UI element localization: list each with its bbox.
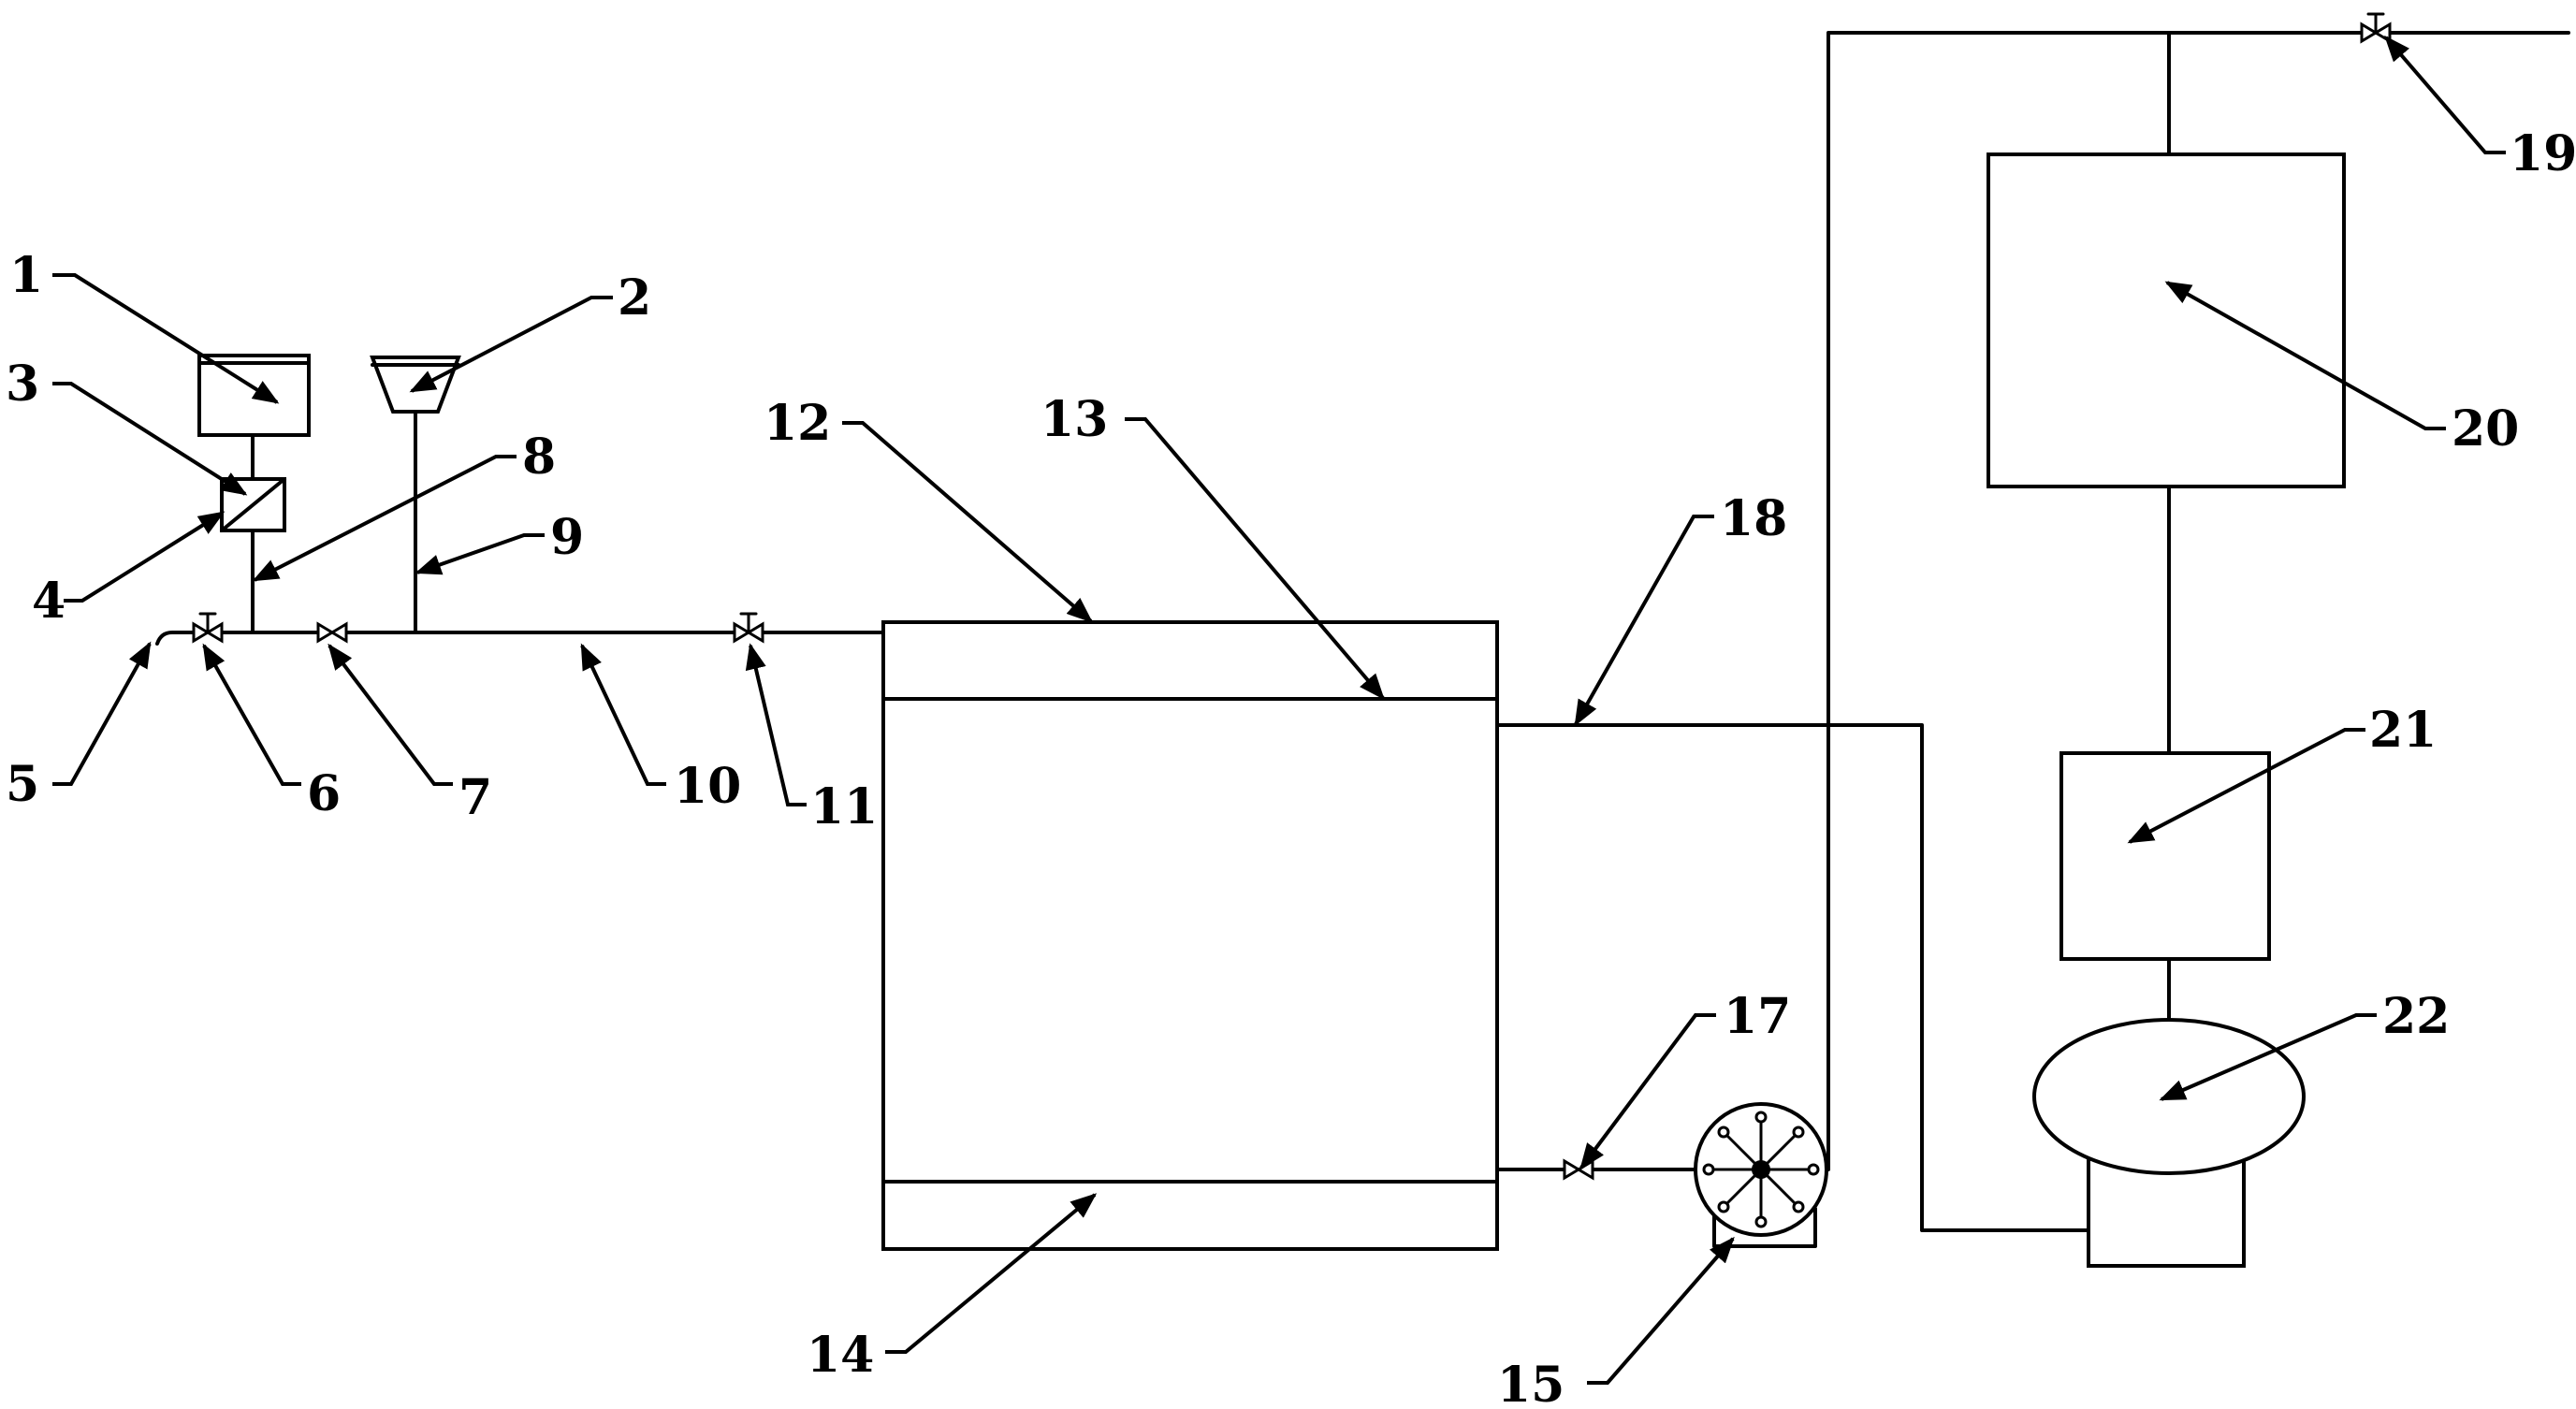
label-13: 13 [1041,391,1108,448]
equipment [197,153,2346,1268]
label-1: 1 [9,247,43,304]
leader-7 [327,643,453,786]
valve-11 [733,612,764,644]
label-2: 2 [618,269,651,327]
valve-19 [2360,12,2392,44]
leader-20 [2164,281,2446,430]
leader-10 [580,643,666,786]
label-12: 12 [764,395,831,452]
outlet-pipe-18 [1495,723,2090,1232]
label-18: 18 [1720,490,1787,547]
pump-riser-pipe [1826,31,2570,1171]
pump-15 [1694,1102,1828,1248]
leader-15 [1587,1236,1735,1385]
label-14: 14 [807,1327,874,1384]
leader-2 [409,296,613,393]
leader-21 [2127,728,2365,844]
valve-6 [192,612,224,644]
label-17: 17 [1724,988,1791,1045]
leader-9 [415,533,545,575]
valves [192,12,2392,1181]
label-8: 8 [522,429,556,486]
leader-8 [252,455,517,582]
tank-20 [1987,153,2346,488]
label-10: 10 [674,758,741,815]
filter-3-diagonal [220,477,286,532]
leader-14 [885,1193,1098,1354]
leader-1 [52,273,280,404]
label-22: 22 [2382,988,2450,1045]
valve-17 [1563,1158,1594,1181]
leader-6 [202,643,301,786]
leader-11 [745,643,807,806]
callout-labels: 1 2 3 4 5 6 7 8 9 10 11 12 13 14 15 17 1… [6,125,2576,1409]
label-15: 15 [1497,1357,1565,1409]
leader-lines [52,35,2506,1385]
leader-17 [1579,1013,1716,1170]
leader-13 [1125,417,1385,701]
label-7: 7 [458,769,492,826]
leader-19 [2384,35,2506,154]
label-3: 3 [6,356,39,413]
label-19: 19 [2510,125,2576,182]
valve-7 [316,621,348,644]
label-6: 6 [307,765,341,822]
leader-5 [52,641,152,786]
label-20: 20 [2452,400,2519,458]
label-4: 4 [32,573,65,630]
leader-18 [1574,515,1714,727]
label-21: 21 [2369,702,2437,759]
leader-3 [52,382,248,496]
inlet-pipe [155,631,885,646]
leader-12 [842,421,1094,623]
label-5: 5 [6,756,39,813]
leader-22 [2159,1013,2377,1101]
label-9: 9 [550,509,584,566]
reactor-12 [881,620,1499,1251]
tank-1 [197,354,311,437]
leader-4 [64,511,226,603]
label-11: 11 [810,778,878,835]
